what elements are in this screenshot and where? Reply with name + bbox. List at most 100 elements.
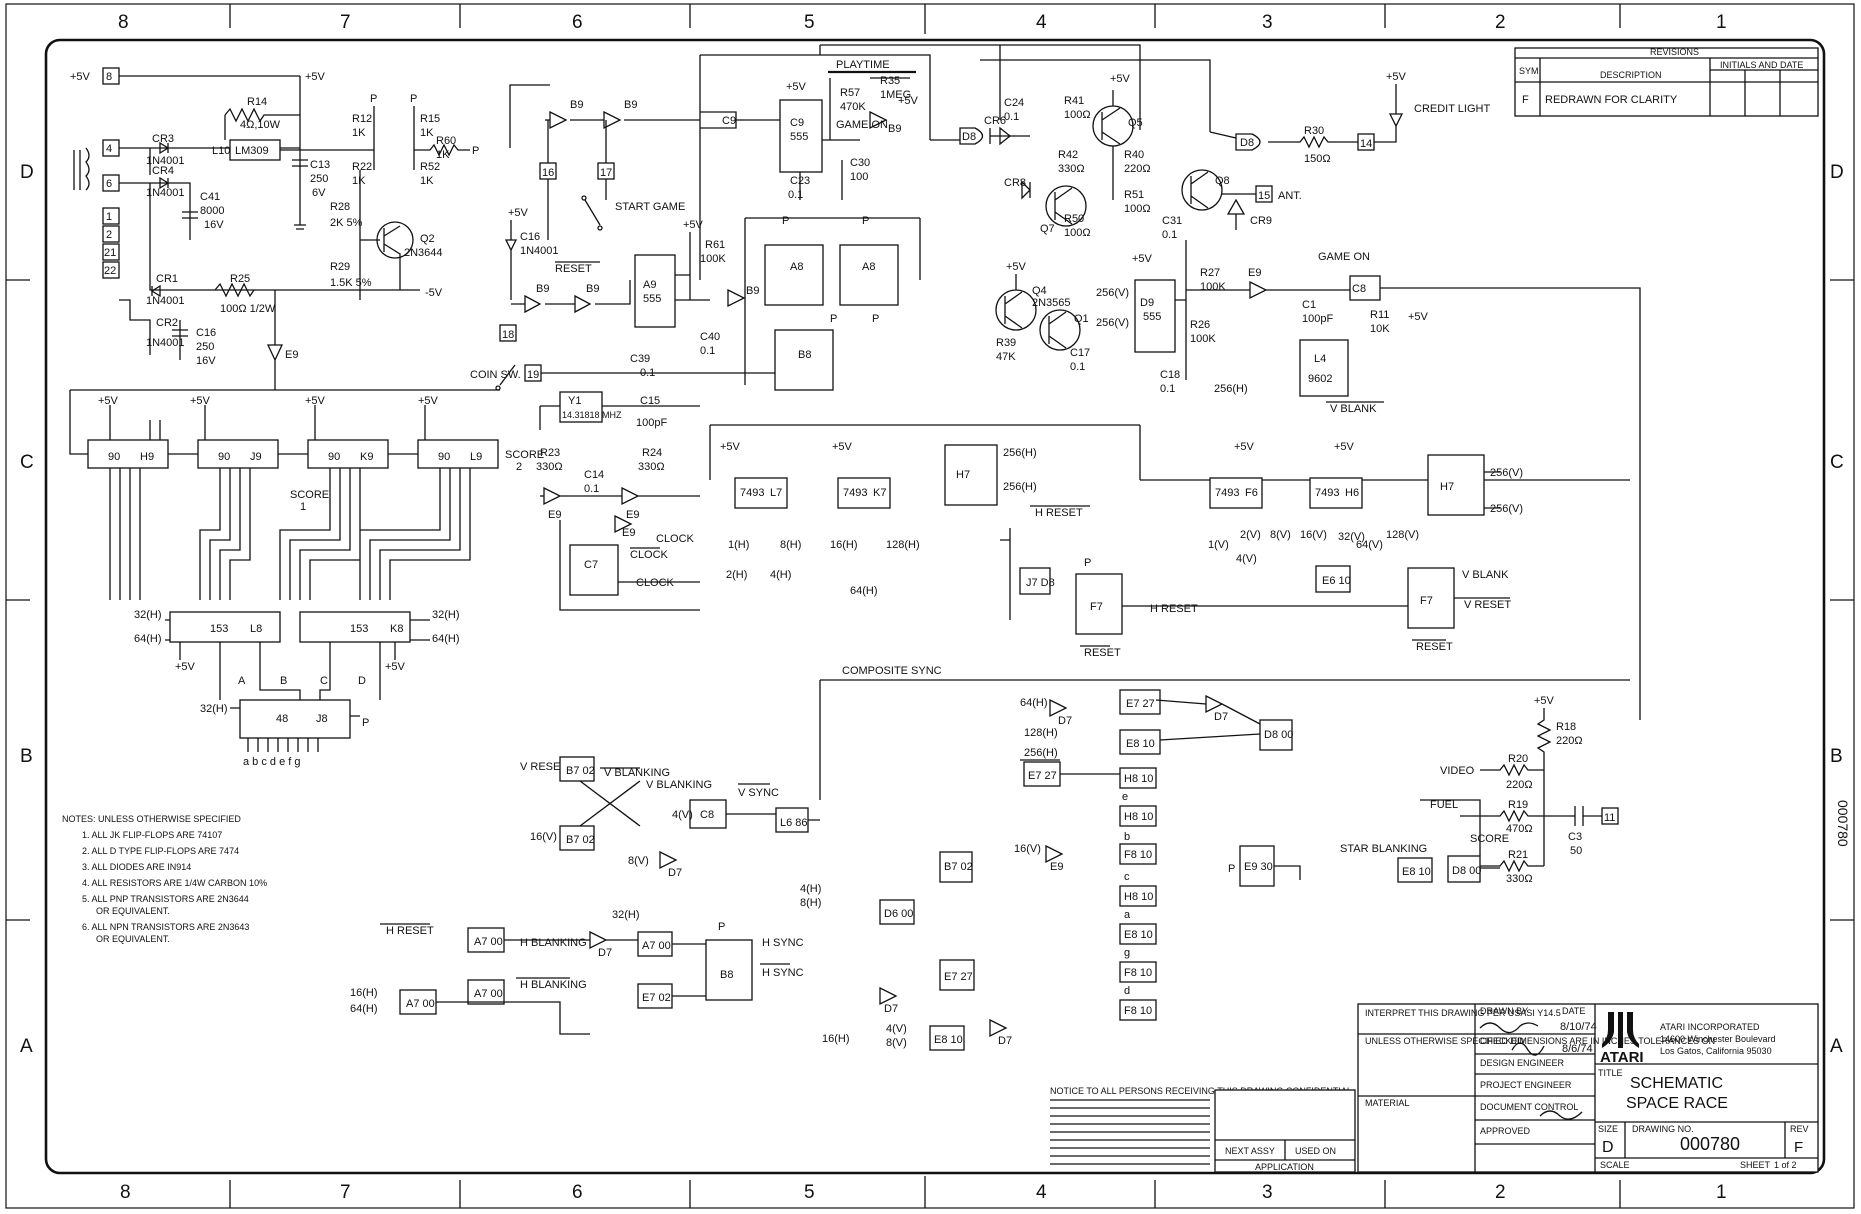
svg-text:DATE: DATE bbox=[1562, 1006, 1585, 1016]
svg-text:8(V): 8(V) bbox=[628, 855, 649, 867]
svg-text:330Ω: 330Ω bbox=[1058, 163, 1085, 175]
drawing-number: 000780 bbox=[1680, 1134, 1740, 1154]
svg-text:1: 1 bbox=[106, 211, 112, 223]
segment-labels: a b c d e f g bbox=[243, 756, 300, 768]
zone-top-4: 4 bbox=[1036, 12, 1047, 33]
svg-text:E8 10: E8 10 bbox=[934, 1034, 963, 1046]
svg-text:g: g bbox=[1124, 947, 1130, 959]
svg-text:555: 555 bbox=[1143, 311, 1161, 323]
svg-text:R26: R26 bbox=[1190, 319, 1210, 331]
svg-text:220Ω: 220Ω bbox=[1506, 779, 1533, 791]
svg-text:128(V): 128(V) bbox=[1386, 529, 1419, 541]
svg-text:B7 02: B7 02 bbox=[566, 834, 595, 846]
svg-text:64(H): 64(H) bbox=[134, 633, 162, 645]
svg-text:R18: R18 bbox=[1556, 721, 1576, 733]
svg-text:0.1: 0.1 bbox=[1004, 111, 1019, 123]
svg-text:1K: 1K bbox=[352, 127, 366, 139]
svg-text:330Ω: 330Ω bbox=[1506, 873, 1533, 885]
svg-text:P: P bbox=[1228, 863, 1235, 875]
svg-text:+5V: +5V bbox=[175, 661, 196, 673]
svg-text:1MEG: 1MEG bbox=[880, 89, 911, 101]
svg-text:V RESET: V RESET bbox=[1464, 599, 1511, 611]
svg-text:B9: B9 bbox=[624, 99, 637, 111]
svg-text:A: A bbox=[238, 675, 246, 687]
svg-text:R11: R11 bbox=[1370, 309, 1389, 321]
svg-text:SIZE: SIZE bbox=[1598, 1124, 1618, 1134]
svg-text:C24: C24 bbox=[1004, 97, 1024, 109]
svg-text:22: 22 bbox=[104, 265, 116, 277]
svg-text:V BLANKING: V BLANKING bbox=[646, 779, 712, 791]
svg-text:P: P bbox=[718, 921, 725, 933]
svg-text:P: P bbox=[472, 145, 479, 157]
svg-text:50: 50 bbox=[1570, 845, 1582, 857]
svg-text:250: 250 bbox=[310, 173, 328, 185]
svg-text:8(H): 8(H) bbox=[800, 897, 821, 909]
svg-text:R27: R27 bbox=[1200, 267, 1220, 279]
svg-text:+5V: +5V bbox=[720, 441, 741, 453]
svg-text:R19: R19 bbox=[1508, 799, 1528, 811]
svg-text:A8: A8 bbox=[862, 261, 875, 273]
svg-text:100: 100 bbox=[850, 171, 868, 183]
svg-text:1N4001: 1N4001 bbox=[146, 187, 185, 199]
svg-text:C16: C16 bbox=[520, 231, 540, 243]
svg-text:1K: 1K bbox=[420, 127, 434, 139]
svg-text:USED ON: USED ON bbox=[1295, 1146, 1336, 1156]
svg-text:SHEET: SHEET bbox=[1740, 1160, 1771, 1170]
svg-text:+5V: +5V bbox=[786, 81, 807, 93]
svg-text:H SYNC: H SYNC bbox=[762, 937, 804, 949]
svg-text:100K: 100K bbox=[700, 253, 726, 265]
svg-text:C9: C9 bbox=[790, 117, 804, 129]
svg-text:SCORE: SCORE bbox=[505, 449, 544, 461]
svg-text:C30: C30 bbox=[850, 157, 870, 169]
svg-text:2N3644: 2N3644 bbox=[404, 247, 443, 259]
svg-text:H BLANKING: H BLANKING bbox=[520, 937, 587, 949]
svg-text:32(V): 32(V) bbox=[1338, 531, 1365, 543]
svg-text:F8 10: F8 10 bbox=[1124, 967, 1152, 979]
title-line-2: SPACE RACE bbox=[1626, 1095, 1728, 1112]
svg-text:E8 10: E8 10 bbox=[1402, 866, 1431, 878]
svg-text:DESIGN ENGINEER: DESIGN ENGINEER bbox=[1480, 1058, 1565, 1068]
svg-text:8(V): 8(V) bbox=[1270, 529, 1291, 541]
svg-text:R24: R24 bbox=[642, 447, 662, 459]
svg-text:K8: K8 bbox=[390, 623, 403, 635]
svg-text:F6: F6 bbox=[1245, 487, 1258, 499]
svg-text:7493: 7493 bbox=[843, 487, 867, 499]
svg-text:90: 90 bbox=[438, 451, 450, 463]
svg-text:220Ω: 220Ω bbox=[1556, 735, 1583, 747]
svg-text:R40: R40 bbox=[1124, 149, 1144, 161]
svg-text:NOTICE TO ALL PERSONS RECEIVIN: NOTICE TO ALL PERSONS RECEIVING THIS DRA… bbox=[1050, 1086, 1352, 1096]
svg-text:C1: C1 bbox=[1302, 299, 1316, 311]
svg-text:C17: C17 bbox=[1070, 347, 1090, 359]
drawing-border bbox=[44, 38, 1826, 1175]
svg-text:9602: 9602 bbox=[1308, 373, 1332, 385]
svg-text:B: B bbox=[280, 675, 287, 687]
svg-text:470Ω: 470Ω bbox=[1506, 823, 1533, 835]
svg-text:2: 2 bbox=[106, 229, 112, 241]
svg-text:8(V): 8(V) bbox=[886, 1037, 907, 1049]
svg-text:L9: L9 bbox=[470, 451, 482, 463]
svg-text:K9: K9 bbox=[360, 451, 373, 463]
svg-text:90: 90 bbox=[218, 451, 230, 463]
zone-top-8: 8 bbox=[118, 12, 129, 33]
svg-text:+5V: +5V bbox=[683, 219, 704, 231]
svg-text:+5V: +5V bbox=[190, 395, 211, 407]
svg-text:E9: E9 bbox=[1248, 267, 1261, 279]
svg-text:+5V: +5V bbox=[418, 395, 439, 407]
svg-text:C8: C8 bbox=[1352, 283, 1366, 295]
svg-text:47K: 47K bbox=[996, 351, 1016, 363]
zone-top-6: 6 bbox=[572, 12, 583, 33]
svg-text:C40: C40 bbox=[700, 331, 720, 343]
svg-text:32(H): 32(H) bbox=[612, 909, 640, 921]
svg-text:64(H): 64(H) bbox=[1020, 697, 1048, 709]
svg-text:16(H): 16(H) bbox=[830, 539, 858, 551]
svg-text:256(H): 256(H) bbox=[1003, 447, 1037, 459]
svg-text:+5V: +5V bbox=[508, 207, 529, 219]
svg-text:470K: 470K bbox=[840, 101, 866, 113]
svg-text:E9 30: E9 30 bbox=[1244, 861, 1273, 873]
note-2: 2. ALL D TYPE FLIP-FLOPS ARE 7474 bbox=[82, 846, 239, 856]
zone-top-1: 1 bbox=[1716, 12, 1727, 33]
svg-text:C: C bbox=[320, 675, 328, 687]
svg-text:SCALE: SCALE bbox=[1600, 1160, 1630, 1170]
